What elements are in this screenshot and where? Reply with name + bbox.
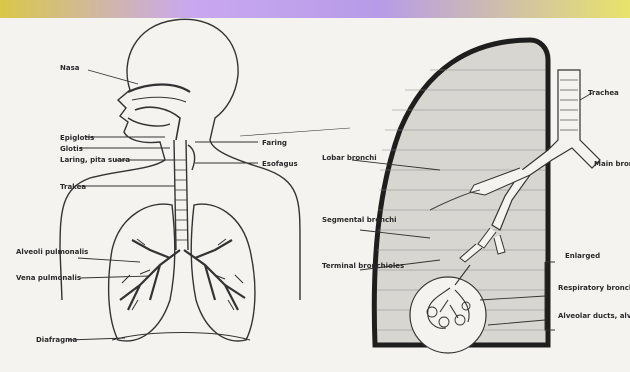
lung-section bbox=[374, 40, 600, 353]
label-diafragma: Diafragma bbox=[36, 336, 77, 344]
label-main-bronchi: Main bronchi bbox=[594, 160, 630, 168]
label-trakea: Trakea bbox=[60, 183, 86, 191]
label-epiglotis: Epiglotis bbox=[60, 134, 94, 142]
human-figure bbox=[60, 19, 300, 341]
label-glotis: Glotis bbox=[60, 145, 83, 153]
label-trachea: Trachea bbox=[588, 89, 619, 97]
label-lobar-bronchi: Lobar bronchi bbox=[322, 154, 377, 162]
label-alveolar: Alveolar ducts, alveolar sacs, alveoli bbox=[558, 312, 630, 320]
label-segmental-bronchi: Segmental bronchi bbox=[322, 216, 397, 224]
label-enlarged: Enlarged bbox=[565, 252, 600, 260]
label-faring: Faring bbox=[262, 139, 287, 147]
label-vena: Vena pulmonalis bbox=[16, 274, 81, 282]
label-alveoli: Alveoli pulmonalis bbox=[16, 248, 88, 256]
label-laring: Laring, pita suara bbox=[60, 156, 130, 164]
label-esofagus: Esofagus bbox=[262, 160, 298, 168]
label-respiratory-bronchioles: Respiratory bronchioles bbox=[558, 284, 630, 292]
label-terminal-bronchioles: Terminal bronchioles bbox=[322, 262, 404, 270]
label-nasa: Nasa bbox=[60, 64, 80, 72]
